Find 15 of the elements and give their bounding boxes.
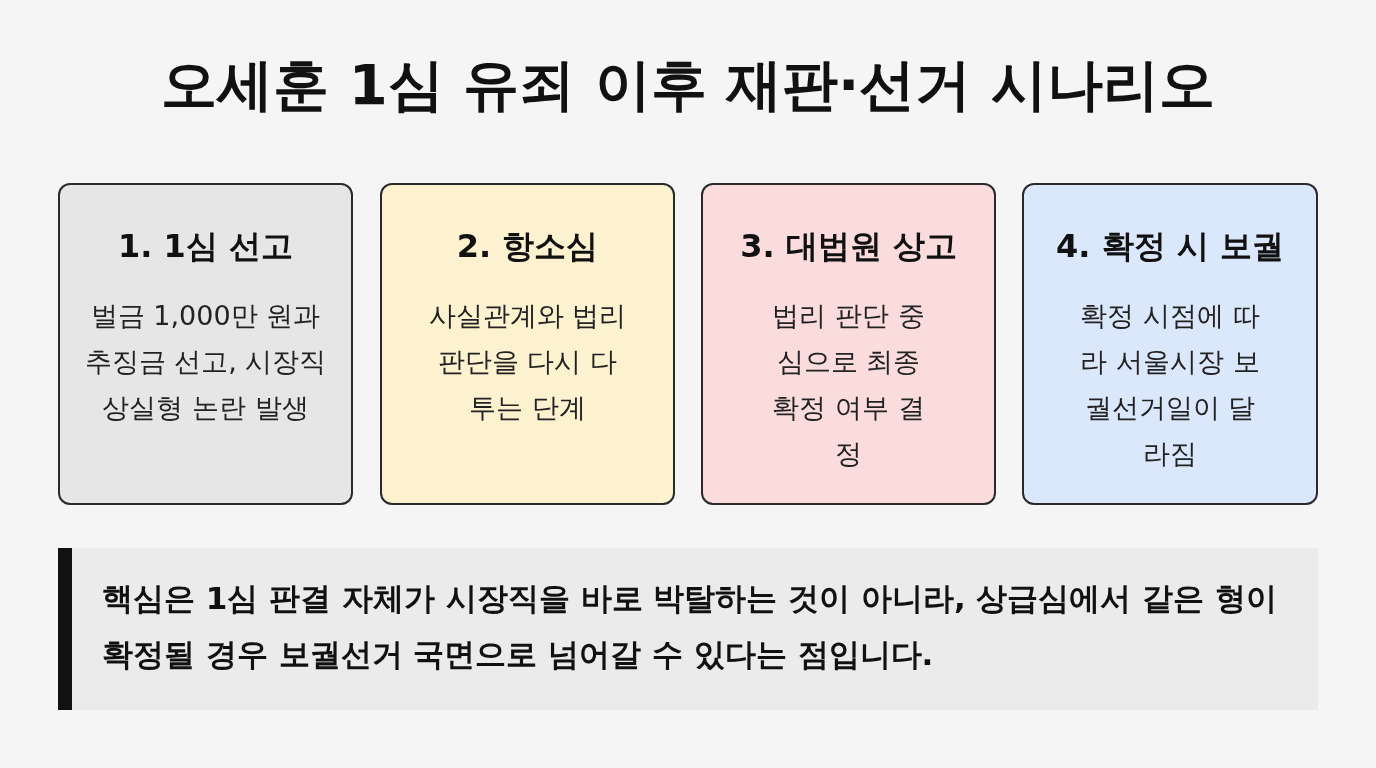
stage-description: 벌금 1,000만 원과 추징금 선고, 시장직 상실형 논란 발생 <box>83 299 328 425</box>
title: 오세훈 1심 유죄 이후 재판·선거 시나리오 <box>160 51 1216 119</box>
stage-description: 법리 판단 중심으로 최종 확정 여부 결정 <box>771 299 926 471</box>
stage-card <box>380 183 675 505</box>
stage-heading: 4. 확정 시 보궐 <box>1055 226 1285 267</box>
stage-heading: 3. 대법원 상고 <box>739 226 958 267</box>
stage-description: 확정 시점에 따라 서울시장 보궐선거일이 달라짐 <box>1079 299 1261 471</box>
summary-text: 핵심은 1심 판결 자체가 시장직을 바로 박탈하는 것이 아니라, 상급심에서 같은 형이 확정될 경우 보궐선거 국면으로 넘어갈 수 있다는 점입니다. <box>102 579 1279 674</box>
stage-card <box>1022 183 1318 505</box>
stage-description: 사실관계와 법리 판단을 다시 다투는 단계 <box>427 299 628 425</box>
stage-card <box>701 183 996 505</box>
stage-card <box>58 183 353 505</box>
stage-heading: 1. 1심 선고 <box>117 226 294 267</box>
summary-band <box>58 548 1318 710</box>
stage-heading: 2. 항소심 <box>455 226 600 267</box>
